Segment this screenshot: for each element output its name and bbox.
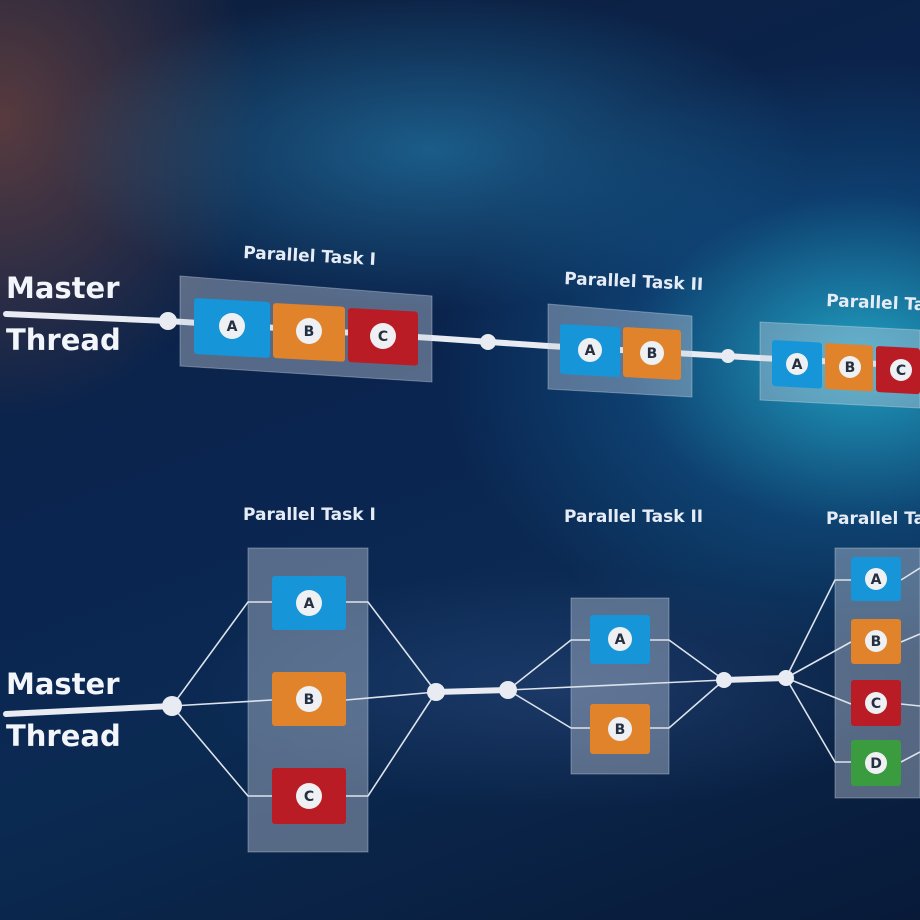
bottom-task-1-label: Parallel Task I — [243, 505, 376, 525]
bottom-thread-node — [162, 696, 182, 716]
top-task-1-box-b[interactable]: B — [273, 303, 345, 362]
bottom-branch-line — [507, 639, 590, 691]
bottom-master-label-line1: Master — [6, 667, 120, 701]
top-thread-node — [480, 334, 496, 350]
bottom-branch-line — [900, 703, 920, 707]
bottom-task-2-box-a[interactable]: A — [590, 615, 650, 664]
bottom-branch-line — [171, 601, 272, 707]
bottom-diagram: Master Thread — [3, 505, 920, 853]
bottom-branch-line — [650, 679, 725, 729]
bottom-task-3-box-c[interactable]: C — [851, 680, 901, 726]
bottom-branch-line — [785, 677, 851, 763]
top-task-3-box-b[interactable]: B — [825, 343, 873, 392]
bottom-branch-line — [171, 699, 273, 707]
bottom-task-1-box-c[interactable]: C — [272, 768, 346, 824]
top-task-2: Parallel Task II A B — [547, 269, 704, 398]
bottom-task-3-box-b-label: B — [871, 634, 882, 650]
bottom-task-1-box-b[interactable]: B — [272, 672, 346, 726]
top-task-1-label: Parallel Task I — [243, 243, 377, 270]
top-task-3-box-b-label: B — [845, 360, 856, 376]
top-diagram: Master Thread Parallel Task I A B — [3, 243, 920, 409]
bottom-branch-line — [650, 639, 725, 681]
top-task-2-label: Parallel Task II — [564, 269, 704, 295]
top-task-3-label: Parallel Task II — [826, 291, 920, 317]
bottom-task-1-box-c-label: C — [304, 789, 314, 805]
bottom-master-thread-line — [721, 675, 789, 683]
bottom-thread-node — [427, 683, 445, 701]
bottom-branch-line — [507, 689, 590, 729]
top-task-1-box-a-label: A — [227, 319, 238, 335]
top-task-3-box-c[interactable]: C — [876, 346, 920, 395]
bottom-task-3-label: Parallel Task II — [826, 509, 920, 529]
bottom-branch-line — [785, 579, 851, 679]
top-task-3-box-c-label: C — [896, 363, 906, 379]
bottom-task-3-box-c-label: C — [871, 696, 881, 712]
top-task-1: Parallel Task I A B C — [179, 243, 433, 383]
bottom-branch-line — [785, 677, 852, 705]
top-master-label-line2: Thread — [6, 323, 121, 357]
top-thread-node — [159, 312, 177, 330]
top-thread-node — [721, 349, 735, 363]
bottom-task-2-box-b[interactable]: B — [590, 704, 650, 754]
bottom-master-thread-line — [3, 703, 175, 717]
bottom-thread-node — [778, 670, 794, 686]
bottom-task-2-box-b-label: B — [615, 722, 626, 738]
bottom-branch-line — [900, 633, 920, 643]
bottom-task-1-box-a[interactable]: A — [272, 576, 346, 630]
bottom-task-3-box-b[interactable]: B — [851, 619, 901, 664]
top-task-1-box-c[interactable]: C — [348, 308, 418, 366]
bottom-branch-line — [900, 567, 920, 581]
bottom-branch-line — [900, 751, 920, 763]
top-task-1-box-c-label: C — [378, 329, 388, 345]
bottom-task-1-box-b-label: B — [304, 692, 315, 708]
top-task-3-box-a-label: A — [792, 357, 803, 373]
top-task-3: Parallel Task II A B C — [759, 291, 920, 409]
top-task-1-box-a[interactable]: A — [194, 298, 270, 358]
top-task-2-box-b[interactable]: B — [623, 327, 681, 380]
bottom-task-3-box-d[interactable]: D — [851, 740, 901, 786]
top-master-label-line1: Master — [6, 271, 120, 305]
bottom-branch-line — [171, 705, 272, 797]
bottom-task-1-box-a-label: A — [304, 596, 315, 612]
bottom-task-3-box-a-label: A — [871, 572, 882, 588]
bottom-branch-line — [785, 641, 852, 679]
bottom-branch-line — [345, 691, 437, 701]
top-task-3-box-a[interactable]: A — [772, 340, 822, 389]
bottom-task-3-box-d-label: D — [870, 756, 882, 772]
bottom-task-2-box-a-label: A — [615, 632, 626, 648]
bottom-task-2-label: Parallel Task II — [564, 507, 703, 527]
bottom-thread-node — [499, 681, 517, 699]
top-task-2-box-a-label: A — [585, 343, 596, 359]
bottom-branch-line — [346, 691, 437, 797]
top-task-2-box-b-label: B — [647, 346, 658, 362]
bottom-thread-node — [716, 672, 732, 688]
bottom-master-label-line2: Thread — [6, 719, 121, 753]
bottom-master-thread-line — [433, 687, 511, 695]
top-task-1-box-b-label: B — [304, 324, 315, 340]
bottom-task-3-box-a[interactable]: A — [851, 557, 901, 601]
bottom-branch-line — [346, 601, 437, 693]
top-task-2-box-a[interactable]: A — [560, 324, 620, 377]
